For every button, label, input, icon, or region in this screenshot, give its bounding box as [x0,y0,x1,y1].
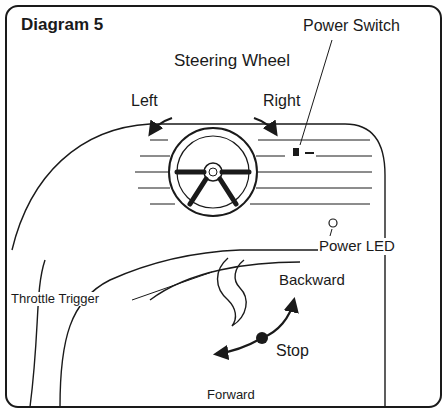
diagram-title: Diagram 5 [20,16,104,35]
frame [6,6,441,407]
direction-label: Left [130,92,159,110]
leader-line [132,272,212,300]
direction-arrows [150,118,294,354]
direction-label: Backward [278,272,346,289]
controller-body [12,124,385,407]
part-label: Steering Wheel [173,52,291,71]
leader-line [330,229,332,236]
direction-label: Stop [275,342,310,360]
stop-dot [256,332,268,344]
part-label: Power LED [318,238,396,255]
part-label: Throttle Trigger [10,292,100,306]
direction-label: Forward [206,388,256,402]
direction-label: Right [262,92,301,110]
body-grille [135,140,372,204]
power-led [329,219,337,227]
steering-wheel [169,128,257,216]
part-label: Power Switch [302,17,401,35]
